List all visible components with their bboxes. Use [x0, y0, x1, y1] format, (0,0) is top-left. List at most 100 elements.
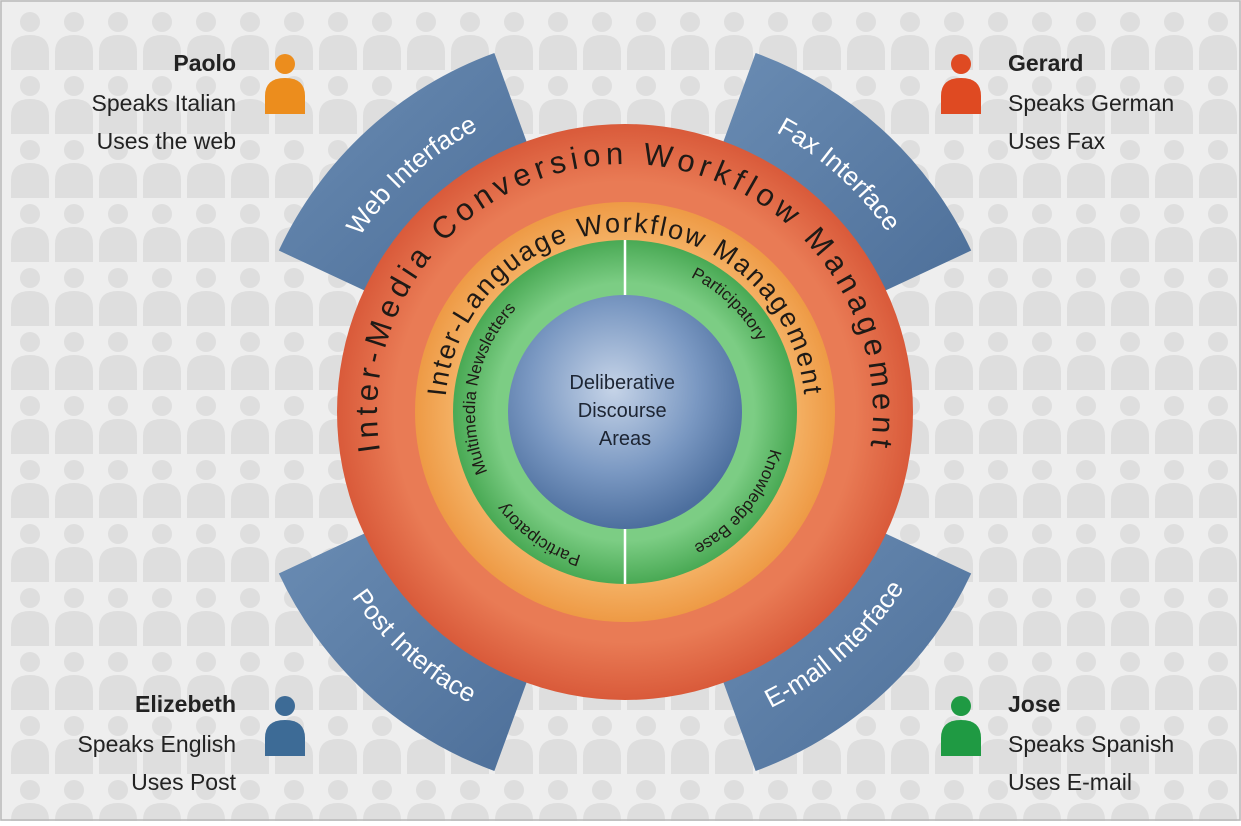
pattern-person — [11, 332, 49, 390]
pattern-person — [1111, 268, 1149, 326]
pattern-person — [55, 204, 93, 262]
pattern-person — [1067, 460, 1105, 518]
pattern-person — [11, 652, 49, 710]
pattern-person — [1067, 396, 1105, 454]
pattern-person — [11, 460, 49, 518]
pattern-person — [1199, 140, 1237, 198]
pattern-person — [231, 460, 269, 518]
pattern-person — [187, 652, 225, 710]
pattern-person — [11, 588, 49, 646]
pattern-person — [979, 204, 1017, 262]
pattern-person — [1023, 652, 1061, 710]
pattern-person — [1111, 716, 1149, 774]
pattern-person — [1067, 140, 1105, 198]
pattern-person — [935, 332, 973, 390]
pattern-person — [1155, 268, 1193, 326]
pattern-person — [1155, 332, 1193, 390]
pattern-person — [1023, 268, 1061, 326]
pattern-person — [1111, 140, 1149, 198]
pattern-person — [99, 76, 137, 134]
pattern-person — [231, 12, 269, 70]
pattern-person — [1199, 460, 1237, 518]
pattern-person — [1199, 524, 1237, 582]
band-shape — [717, 53, 972, 298]
pattern-person — [187, 396, 225, 454]
pattern-person — [979, 12, 1017, 70]
pattern-person — [363, 12, 401, 70]
pattern-person — [231, 332, 269, 390]
pattern-person — [1067, 716, 1105, 774]
pattern-person — [803, 12, 841, 70]
pattern-person — [1023, 396, 1061, 454]
pattern-person — [1199, 204, 1237, 262]
pattern-person — [1111, 524, 1149, 582]
pattern-person — [363, 716, 401, 774]
band-shape — [717, 526, 972, 771]
pattern-person — [275, 396, 313, 454]
pattern-person — [627, 716, 665, 774]
pattern-person — [1067, 652, 1105, 710]
pattern-person — [1023, 524, 1061, 582]
pattern-person — [1023, 332, 1061, 390]
pattern-person — [231, 76, 269, 134]
pattern-person — [1155, 140, 1193, 198]
pattern-person — [1111, 460, 1149, 518]
pattern-person — [891, 716, 929, 774]
person-name: Paolo — [173, 50, 236, 76]
pattern-person — [1067, 204, 1105, 262]
band-shape — [278, 53, 533, 298]
person-language: Speaks German — [1008, 90, 1174, 116]
pattern-person — [1023, 460, 1061, 518]
center-line-3: Areas — [599, 428, 651, 450]
pattern-person — [495, 12, 533, 70]
pattern-person — [55, 396, 93, 454]
pattern-person — [1111, 396, 1149, 454]
person-gerard: Gerard Speaks German Uses Fax — [941, 50, 1174, 154]
pattern-person — [143, 716, 181, 774]
pattern-person — [1023, 12, 1061, 70]
pattern-person — [11, 268, 49, 326]
pattern-person — [1067, 12, 1105, 70]
pattern-person — [55, 140, 93, 198]
pattern-person — [627, 12, 665, 70]
pattern-person — [979, 460, 1017, 518]
pattern-person — [1023, 76, 1061, 134]
pattern-person — [1155, 652, 1193, 710]
pattern-person — [891, 76, 929, 134]
pattern-person — [1155, 12, 1193, 70]
pattern-person — [55, 460, 93, 518]
pattern-person — [539, 12, 577, 70]
pattern-person — [143, 332, 181, 390]
pattern-person — [1067, 588, 1105, 646]
pattern-person — [583, 716, 621, 774]
pattern-person — [143, 396, 181, 454]
pattern-person — [1199, 76, 1237, 134]
pattern-person — [1067, 268, 1105, 326]
pattern-person — [1067, 524, 1105, 582]
pattern-person — [539, 716, 577, 774]
pattern-person — [319, 12, 357, 70]
person-language: Speaks English — [77, 731, 236, 757]
pattern-person — [1111, 652, 1149, 710]
pattern-person — [99, 396, 137, 454]
pattern-person — [143, 524, 181, 582]
pattern-person — [11, 396, 49, 454]
person-jose: Jose Speaks Spanish Uses E-mail — [941, 691, 1174, 795]
pattern-person — [231, 396, 269, 454]
pattern-person — [187, 204, 225, 262]
pattern-person — [319, 716, 357, 774]
pattern-person — [143, 12, 181, 70]
pattern-person — [1067, 332, 1105, 390]
pattern-person — [407, 12, 445, 70]
pattern-person — [935, 460, 973, 518]
center-circle — [508, 295, 742, 529]
pattern-person — [231, 652, 269, 710]
band-shape — [278, 526, 533, 771]
pattern-person — [231, 204, 269, 262]
pattern-person — [1155, 588, 1193, 646]
pattern-person — [539, 76, 577, 134]
pattern-person — [1111, 588, 1149, 646]
pattern-person — [187, 268, 225, 326]
pattern-person — [935, 396, 973, 454]
pattern-person — [99, 588, 137, 646]
